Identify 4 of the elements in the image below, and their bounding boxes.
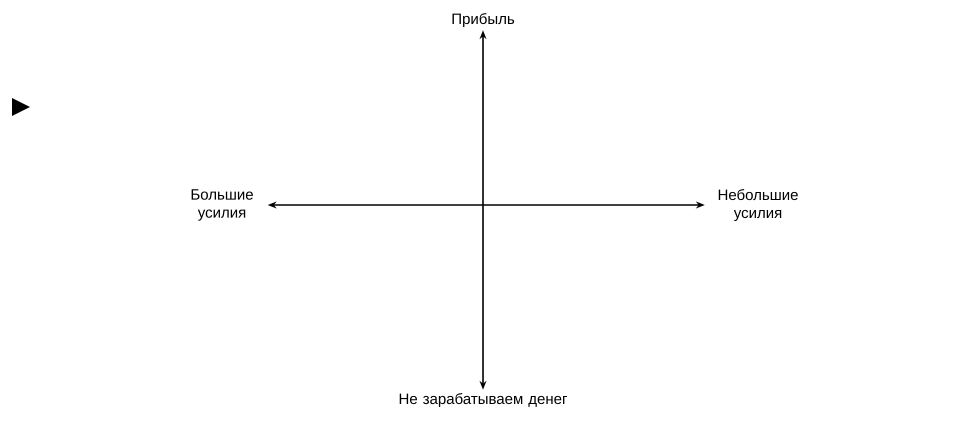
axis-label: Небольшие усилия xyxy=(718,188,798,222)
axis-label: Не зарабатываем денег xyxy=(400,392,568,408)
axis-label: Прибыль xyxy=(452,12,514,28)
axis-label: Большие усилия xyxy=(192,189,253,221)
